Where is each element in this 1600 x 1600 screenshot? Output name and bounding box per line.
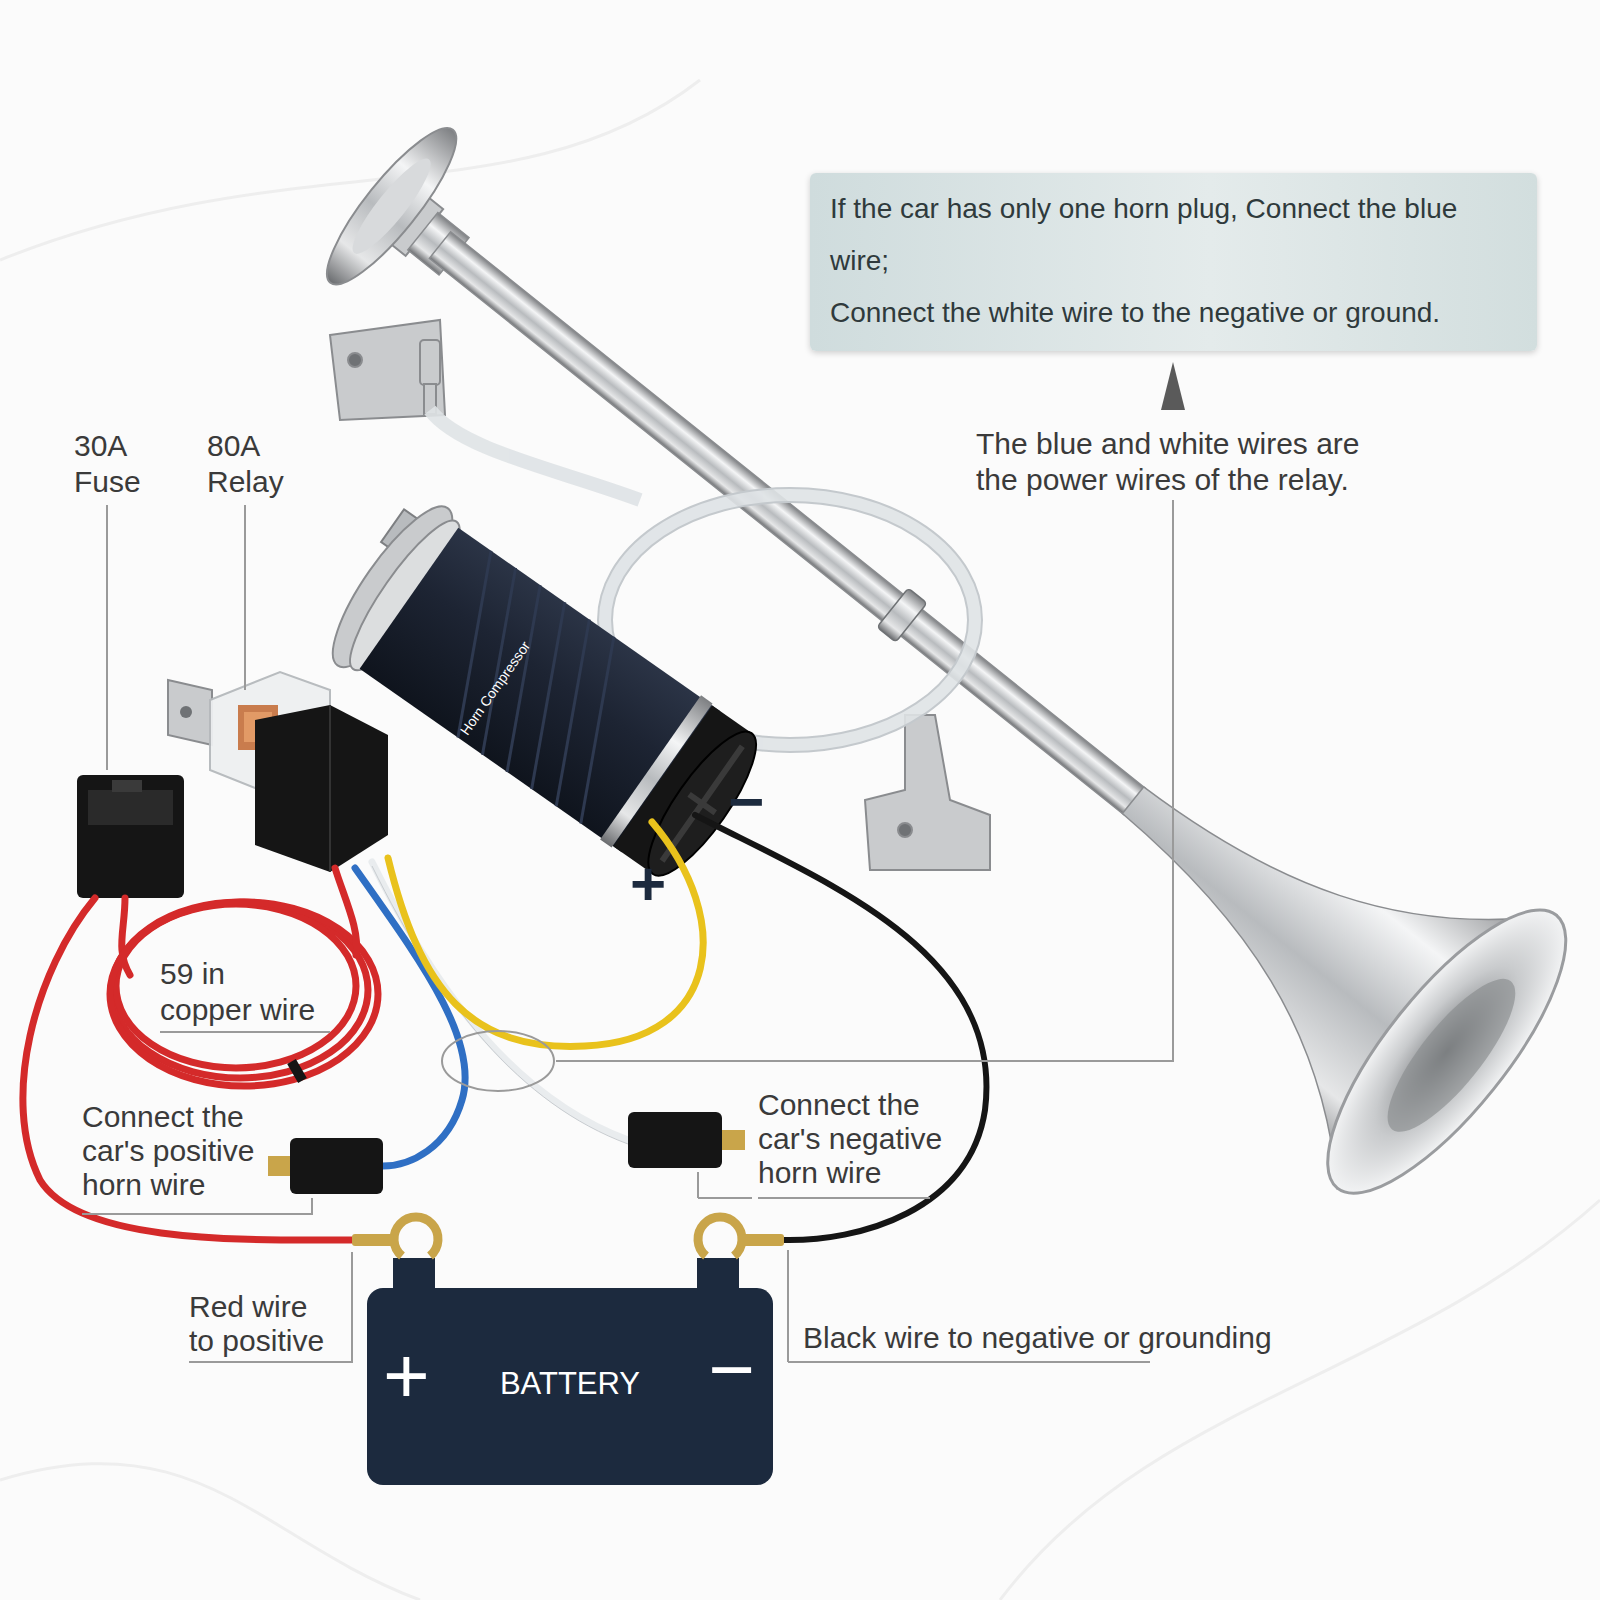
- ring-terminal: [394, 1217, 438, 1256]
- instruction-label: Connect the car's negative horn wire: [758, 1088, 953, 1190]
- instruction-label: Red wire to positive: [189, 1290, 334, 1358]
- relay: [168, 680, 212, 745]
- pointer-triangle: [1161, 362, 1185, 410]
- relay: [255, 705, 388, 872]
- horn-bracket: [898, 823, 912, 837]
- horn-plug: [628, 1112, 722, 1168]
- background-swirl: [0, 1464, 420, 1600]
- white-wire-edge: [372, 866, 628, 1144]
- white-wire: [372, 862, 628, 1140]
- air-horn: [877, 588, 927, 642]
- leader-line: [442, 1031, 554, 1091]
- fuse-holder: [77, 775, 184, 898]
- node-text: If the car has only one horn plug, Conne…: [830, 183, 1517, 287]
- polarity-plus: +: [630, 852, 666, 916]
- background-swirl: [0, 80, 1600, 1600]
- ring-terminal: [394, 1217, 742, 1256]
- wire-label: 59 in copper wire: [160, 956, 318, 1028]
- blue-wire: [355, 868, 465, 1166]
- leader-line: [106, 505, 108, 770]
- crimp: [742, 1234, 784, 1246]
- leader-line: [82, 500, 1173, 1362]
- horn-plug: [290, 1138, 383, 1194]
- background-swirl: [1000, 1200, 1600, 1600]
- air-horn: [1369, 962, 1535, 1148]
- battery-terminal: [393, 1258, 435, 1292]
- air-nozzle: [420, 340, 440, 385]
- wire-tie: [287, 1059, 307, 1083]
- horn-bracket: [330, 320, 445, 420]
- horn-plug: [268, 1112, 745, 1194]
- red-wire: [335, 868, 357, 955]
- fuse-holder: [77, 775, 184, 898]
- crimp: [352, 1234, 394, 1246]
- battery-box: +BATTERY−: [367, 1288, 773, 1485]
- horn-compressor: [392, 551, 679, 824]
- leader-line: [189, 1252, 352, 1362]
- horn-compressor: [417, 568, 581, 755]
- brand-text: Horn Compressor: [434, 606, 556, 771]
- air-nozzle: [420, 340, 440, 414]
- note-box: If the car has only one horn plug, Conne…: [810, 173, 1537, 351]
- air-tube: [430, 410, 640, 500]
- polarity-minus: −: [708, 1330, 755, 1410]
- note-text: The blue and white wires are the power w…: [976, 426, 1376, 498]
- fuse-holder: [112, 780, 142, 792]
- red-wire: [110, 902, 378, 1086]
- black-wire: [695, 815, 986, 1240]
- horn-bracket: [348, 353, 362, 367]
- relay: [168, 672, 388, 872]
- relay: [180, 706, 192, 718]
- crimp: [352, 1234, 784, 1246]
- part-label: 80A Relay: [207, 428, 295, 500]
- battery-terminal: [697, 1258, 739, 1292]
- leader-line: [788, 1361, 1150, 1363]
- air-horn: [262, 53, 1600, 1225]
- air-horn: [1291, 877, 1600, 1225]
- leader-line: [758, 1197, 930, 1199]
- fuse-holder: [88, 790, 173, 825]
- instruction-label: Black wire to negative or grounding: [803, 1320, 1272, 1356]
- horn-plug: [720, 1130, 745, 1150]
- ring-terminal: [698, 1217, 742, 1256]
- horn-bracket: [865, 715, 990, 870]
- leader-line: [787, 1250, 789, 1362]
- relay: [329, 705, 331, 872]
- node-text: Connect the white wire to the negative o…: [830, 287, 1517, 339]
- part-label: 30A Fuse: [74, 428, 152, 500]
- polarity-plus: +: [383, 1336, 430, 1416]
- yellow-wire: [388, 822, 703, 1046]
- leader-line: [556, 500, 1173, 1061]
- polarity-minus: −: [728, 770, 764, 834]
- horn-compressor: [442, 585, 606, 772]
- battery-terminal: [393, 1258, 739, 1292]
- leader-line: [698, 1172, 752, 1198]
- leader-line: [244, 505, 246, 690]
- leader-line: [160, 1031, 330, 1033]
- instruction-label: Connect the car's positive horn wire: [82, 1100, 267, 1202]
